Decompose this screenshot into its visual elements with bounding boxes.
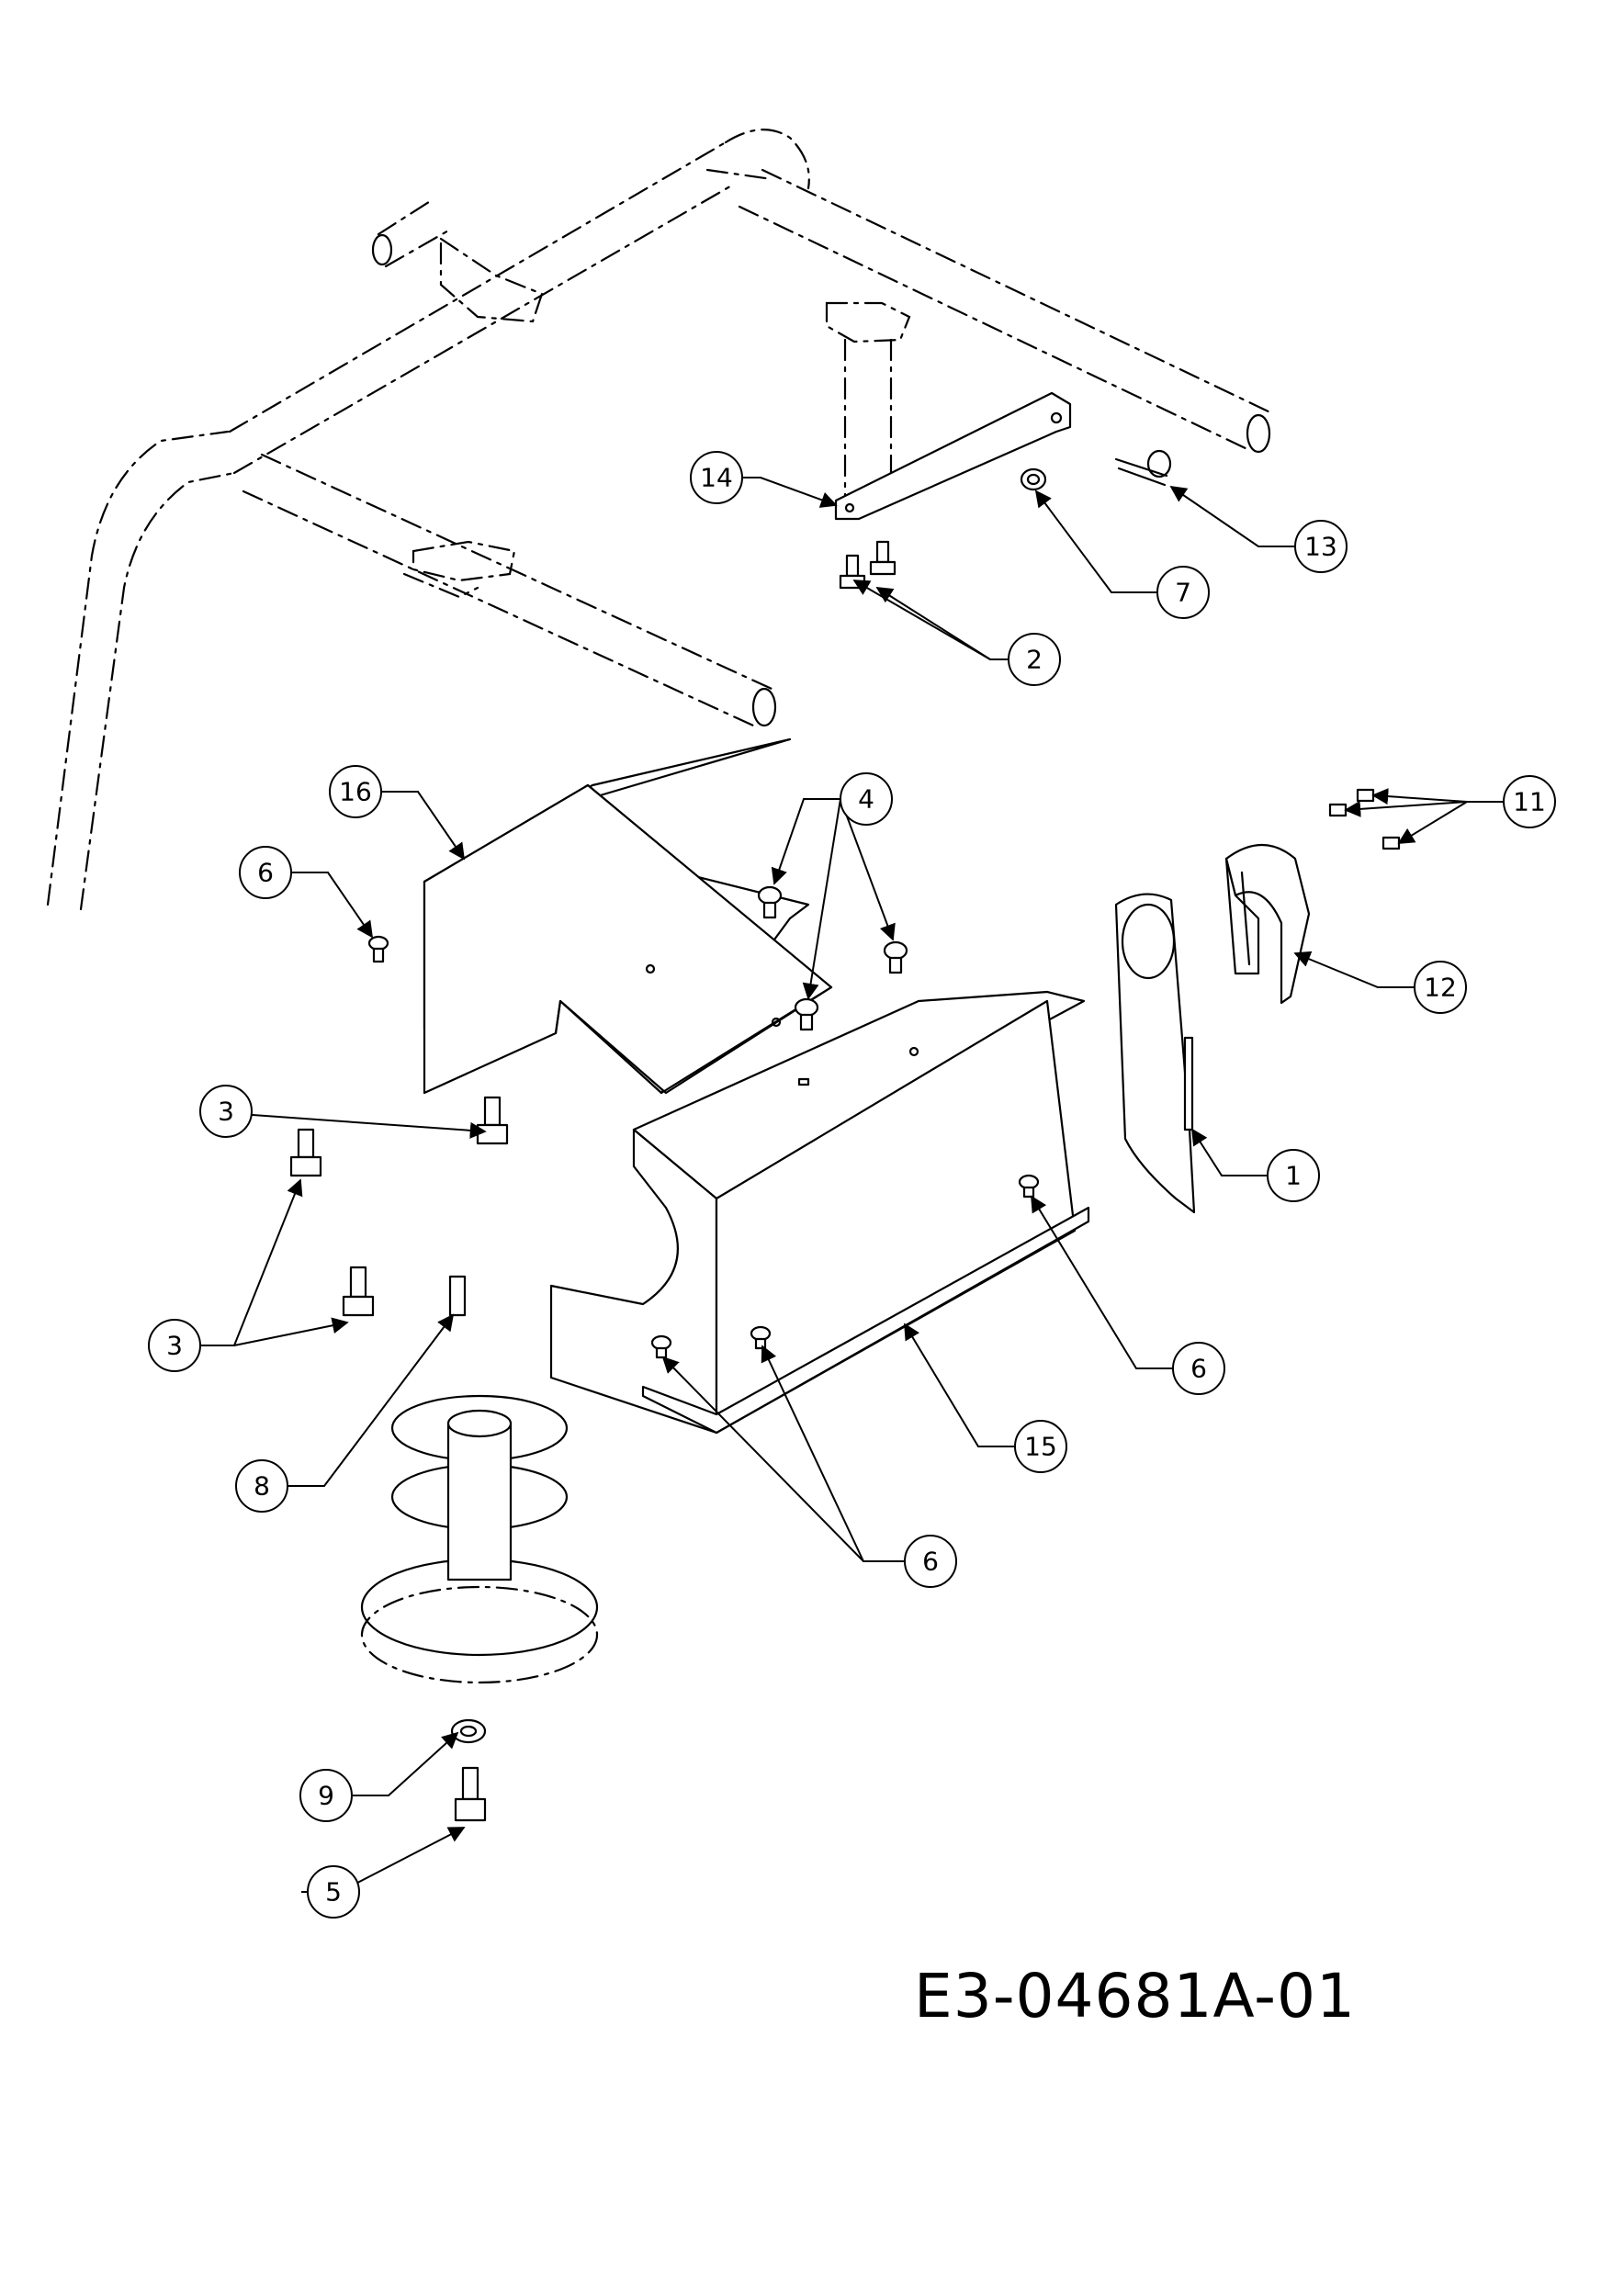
callout-13-label: 13 (1304, 532, 1337, 562)
screws-11 (1328, 788, 1401, 850)
callout-14-label: 14 (700, 463, 733, 493)
callout-6-bottom: 6 (904, 1535, 957, 1588)
bolts-3 (289, 1096, 509, 1317)
callout-16-label: 16 (339, 777, 372, 807)
callout-9-label: 9 (318, 1781, 334, 1811)
callout-15-label: 15 (1024, 1432, 1057, 1462)
callout-1-label: 1 (1285, 1161, 1302, 1191)
callout-6-upper-left: 6 (239, 846, 292, 899)
callout-11: 11 (1503, 775, 1556, 828)
callout-2: 2 (1008, 633, 1061, 686)
callout-9: 9 (299, 1769, 353, 1822)
pin-13 (1114, 449, 1172, 487)
frame-phantom (46, 129, 1274, 911)
washer-9 (450, 1718, 487, 1744)
callout-11-label: 11 (1513, 787, 1546, 817)
callout-1: 1 (1267, 1149, 1320, 1202)
guide-plate-1 (1114, 893, 1196, 1214)
callout-4: 4 (840, 772, 893, 826)
spindle-pulley (360, 1394, 599, 1684)
drawing-id: E3-04681A-01 (914, 1961, 1356, 2032)
callout-16: 16 (329, 765, 382, 818)
callout-4-label: 4 (858, 784, 874, 815)
callout-6-right: 6 (1172, 1342, 1225, 1395)
nut-7 (1020, 467, 1047, 491)
bolt-5 (454, 1766, 487, 1822)
callout-13: 13 (1294, 520, 1348, 573)
callout-8-label: 8 (254, 1471, 270, 1502)
callout-6-bottom-label: 6 (922, 1547, 939, 1577)
key-8 (448, 1275, 467, 1317)
screw-6-left (367, 935, 389, 963)
callout-5: 5 (307, 1865, 360, 1919)
callout-6-right-label: 6 (1190, 1354, 1207, 1384)
callout-12: 12 (1414, 961, 1467, 1014)
callout-2-label: 2 (1026, 645, 1043, 675)
callout-14: 14 (690, 451, 743, 504)
bracket-bar-14 (834, 391, 1072, 521)
callout-3-lower: 3 (148, 1319, 201, 1372)
callout-7: 7 (1156, 566, 1210, 619)
callout-7-label: 7 (1175, 578, 1191, 608)
callout-3-lower-label: 3 (166, 1331, 183, 1361)
screws-6-shield (650, 1174, 1040, 1359)
belt-guard-12 (1224, 843, 1311, 1005)
callout-3-upper-label: 3 (218, 1097, 234, 1127)
callout-15: 15 (1014, 1420, 1067, 1473)
callout-8: 8 (235, 1459, 288, 1513)
callout-3-upper: 3 (199, 1085, 253, 1138)
screws-4 (757, 885, 908, 1031)
callout-12-label: 12 (1424, 973, 1457, 1003)
callout-5-label: 5 (325, 1877, 342, 1908)
bolts-2 (839, 540, 897, 590)
callout-6-upper-left-label: 6 (257, 858, 274, 888)
